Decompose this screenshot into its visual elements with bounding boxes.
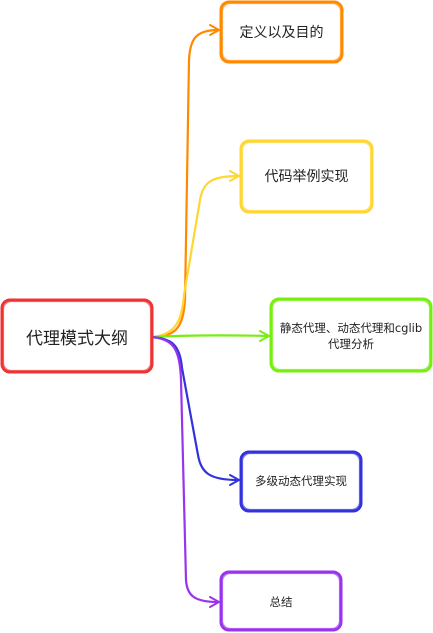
branch-proxy-types-label-line-2: 代理分析 xyxy=(328,337,374,351)
arrowhead-definition xyxy=(209,24,220,36)
branch-summary-label: 总结 xyxy=(270,595,293,609)
connector-proxy-types xyxy=(150,334,270,339)
branch-proxy-types[interactable]: 静态代理、动态代理和cglib 代理分析 xyxy=(269,297,433,373)
branch-code-example[interactable]: 代码举例实现 xyxy=(239,139,374,214)
connector-code-example xyxy=(150,174,240,339)
root-node-label: 代理模式大纲 xyxy=(26,329,128,349)
root-node[interactable]: 代理模式大纲 xyxy=(0,298,154,374)
branch-multilevel-proxy-label: 多级动态代理实现 xyxy=(255,474,347,488)
arrowheads xyxy=(209,24,270,608)
connector-definition xyxy=(148,28,220,339)
connector-multilevel-proxy xyxy=(148,335,240,482)
arrowhead-proxy-types xyxy=(259,330,270,342)
branch-multilevel-proxy[interactable]: 多级动态代理实现 xyxy=(239,450,363,513)
connectors xyxy=(148,28,270,604)
arrowhead-code-example xyxy=(229,170,240,182)
arrowhead-summary xyxy=(209,596,220,608)
branch-code-example-label: 代码举例实现 xyxy=(265,169,349,185)
arrowhead-multilevel-proxy xyxy=(229,474,240,486)
branch-summary[interactable]: 总结 xyxy=(219,570,343,632)
branch-definition-label: 定义以及目的 xyxy=(240,25,324,41)
connector-summary xyxy=(148,335,220,604)
branch-proxy-types-label-line-1: 静态代理、动态代理和cglib xyxy=(280,321,422,335)
branch-definition[interactable]: 定义以及目的 xyxy=(219,0,344,64)
